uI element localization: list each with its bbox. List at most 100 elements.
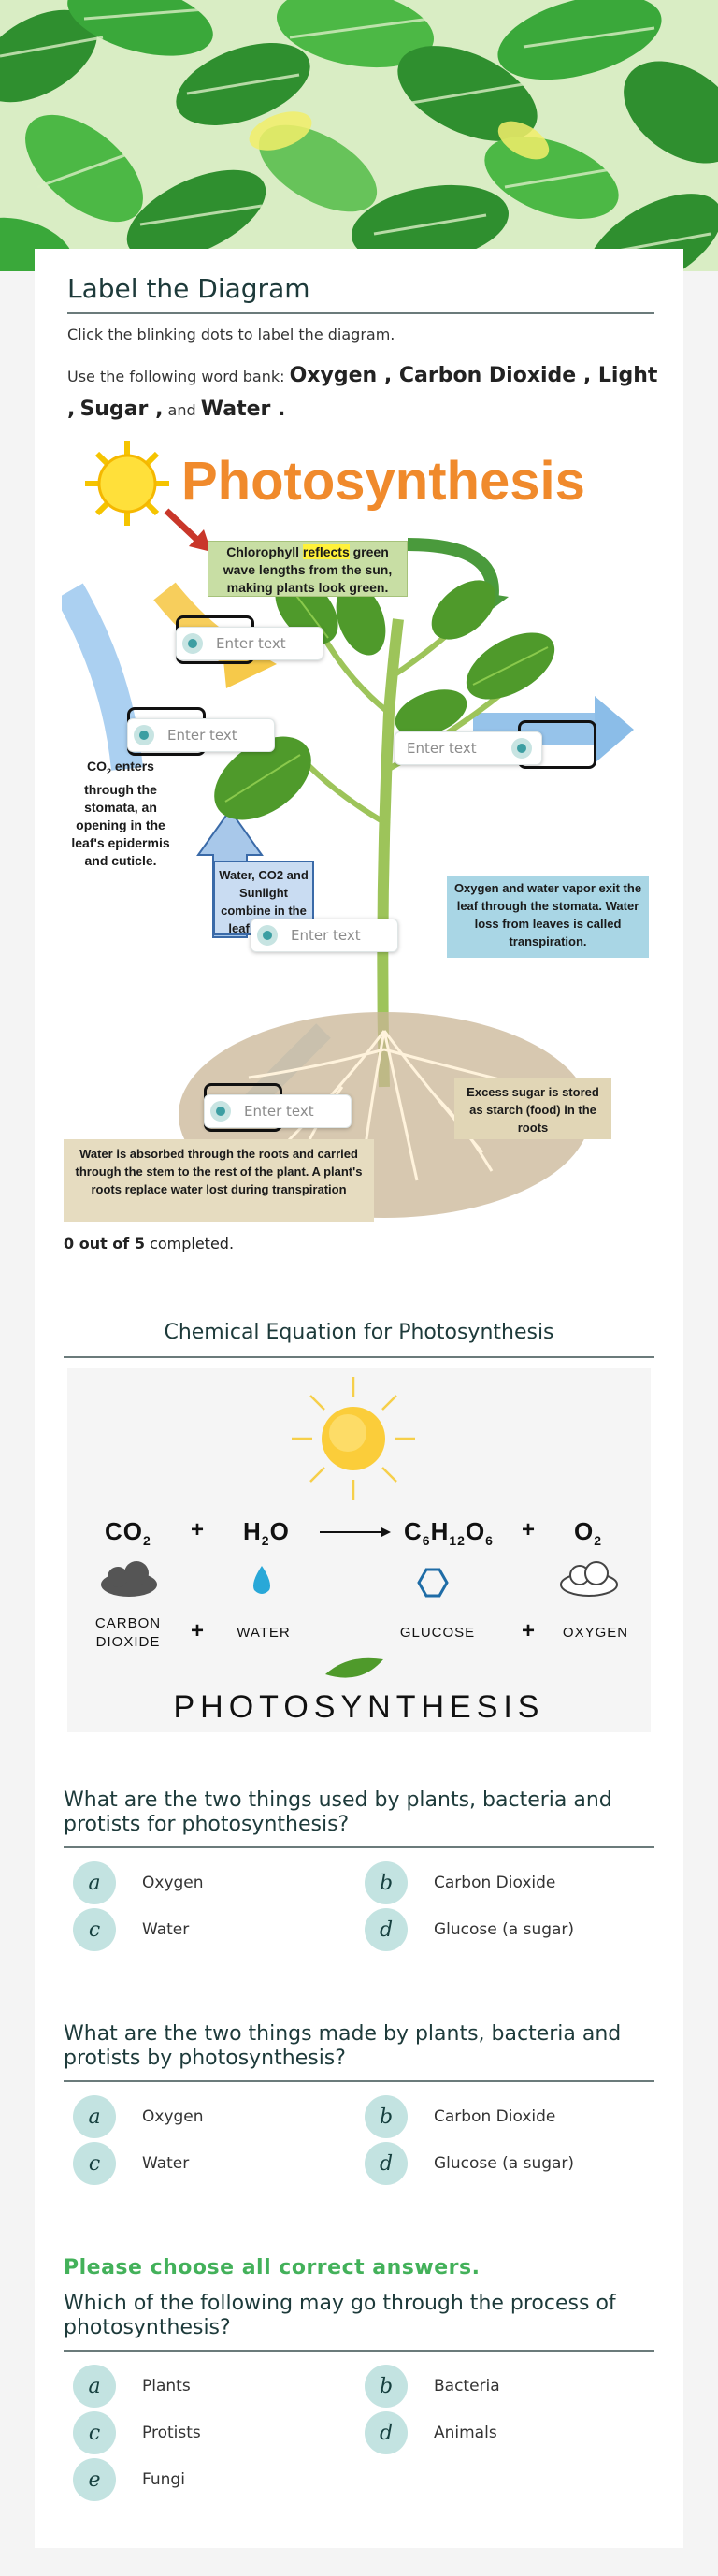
option-label: Fungi (142, 2470, 185, 2489)
option-letter: c (73, 2142, 116, 2185)
q1-option-d[interactable]: d Glucose (a sugar) (365, 1908, 574, 1951)
blinking-dot[interactable] (182, 633, 203, 654)
q2-option-c[interactable]: c Water (73, 2142, 189, 2185)
chlorophyll-box: Chlorophyll reflects green wave lengths … (208, 541, 408, 597)
progress-count: 0 out of 5 (64, 1235, 145, 1252)
option-label: Protists (142, 2424, 201, 2442)
word-bank-intro: Use the following word bank: (67, 368, 285, 385)
option-letter: d (365, 1908, 408, 1951)
option-letter: b (365, 2095, 408, 2138)
option-label: Bacteria (434, 2377, 500, 2395)
photosynthesis-diagram: Photosynthesis (62, 432, 656, 1225)
diagram-title: Photosynthesis (181, 451, 585, 512)
question-divider (64, 2080, 654, 2082)
water-caption: WATER (237, 1625, 291, 1641)
word-bank-sugar: Sugar (79, 398, 149, 421)
q1-option-a[interactable]: a Oxygen (73, 1861, 204, 1904)
option-label: Plants (142, 2377, 191, 2395)
option-letter: a (73, 1861, 116, 1904)
option-label: Glucose (a sugar) (434, 2154, 575, 2173)
option-letter: a (73, 2365, 116, 2408)
photosynthesis-word: PHOTOSYNTHESIS (173, 1689, 545, 1725)
progress-status: 0 out of 5 completed. (64, 1235, 234, 1252)
sun-icon (292, 1377, 415, 1500)
oxygen-exit-box: Oxygen and water vapor exit the leaf thr… (447, 876, 649, 958)
instruction-text: Click the blinking dots to label the dia… (67, 326, 395, 343)
q3-option-d[interactable]: d Animals (365, 2411, 497, 2454)
option-letter: b (365, 1861, 408, 1904)
progress-suffix: completed. (150, 1235, 235, 1252)
choose-all-hint: Please choose all correct answers. (64, 2256, 481, 2279)
sun-icon (85, 441, 169, 526)
glucose-caption: GLUCOSE (399, 1625, 476, 1641)
co2-enters-box: CO2 enters through the stomata, an openi… (71, 759, 170, 868)
leaf-icon (325, 1657, 383, 1678)
label-input-4[interactable]: Enter text (251, 919, 398, 952)
sugar-stored-box: Excess sugar is stored as starch (food) … (454, 1078, 611, 1139)
label-placeholder: Enter text (291, 927, 361, 944)
option-label: Water (142, 1920, 190, 1939)
water-drop-icon (253, 1566, 270, 1594)
option-label: Carbon Dioxide (434, 1874, 556, 1892)
oxygen-caption: OXYGEN (562, 1625, 629, 1641)
question-2-text: What are the two things made by plants, … (64, 2022, 622, 2070)
q3-option-e[interactable]: e Fungi (73, 2458, 185, 2501)
label-placeholder: Enter text (167, 727, 237, 744)
plus-sign: + (191, 1618, 205, 1643)
q1-option-c[interactable]: c Water (73, 1908, 189, 1951)
option-letter: c (73, 1908, 116, 1951)
word-bank-oxygen: Oxygen (289, 364, 378, 387)
word-bank-and: and (167, 401, 196, 419)
plant-illustration (214, 575, 555, 1088)
blinking-dot[interactable] (511, 738, 532, 759)
question-1-text: What are the two things used by plants, … (64, 1788, 612, 1836)
question-divider (64, 2350, 654, 2352)
jungle-leaf-banner (0, 0, 718, 271)
q2-option-d[interactable]: d Glucose (a sugar) (365, 2142, 574, 2185)
blinking-dot[interactable] (210, 1101, 231, 1122)
label-placeholder: Enter text (407, 740, 477, 757)
water-absorbed-box: Water is absorbed through the roots and … (64, 1139, 374, 1222)
option-letter: d (365, 2142, 408, 2185)
q3-option-c[interactable]: c Protists (73, 2411, 201, 2454)
blinking-dot[interactable] (257, 925, 278, 946)
label-placeholder: Enter text (216, 635, 286, 652)
option-label: Animals (434, 2424, 497, 2442)
label-input-1[interactable]: Enter text (176, 627, 323, 660)
blinking-dot[interactable] (134, 725, 154, 745)
option-letter: d (365, 2411, 408, 2454)
word-bank-carbon-dioxide: Carbon Dioxide (398, 364, 577, 387)
option-label: Water (142, 2154, 190, 2173)
title-divider (67, 312, 654, 314)
q3-option-b[interactable]: b Bacteria (365, 2365, 500, 2408)
cloud-icon (101, 1561, 157, 1597)
word-bank-line: Use the following word bank: Oxygen , Ca… (67, 364, 658, 421)
question-divider (64, 1846, 654, 1848)
question-3-text: Which of the following may go through th… (64, 2292, 616, 2339)
hexagon-icon (417, 1568, 449, 1598)
word-bank-light: Light (597, 364, 658, 387)
equation-section-title: Chemical Equation for Photosynthesis (164, 1321, 554, 1344)
option-label: Glucose (a sugar) (434, 1920, 575, 1939)
option-letter: b (365, 2365, 408, 2408)
o2-formula: O2 (574, 1517, 603, 1549)
q1-option-b[interactable]: b Carbon Dioxide (365, 1861, 555, 1904)
option-letter: a (73, 2095, 116, 2138)
option-label: Oxygen (142, 2107, 204, 2126)
label-input-2[interactable]: Enter text (127, 718, 275, 752)
option-letter: c (73, 2411, 116, 2454)
glucose-formula: C6H12O6 (404, 1517, 494, 1549)
plus-sign: + (191, 1517, 205, 1542)
word-bank-water: Water (200, 398, 271, 421)
option-label: Carbon Dioxide (434, 2107, 556, 2126)
q3-option-a[interactable]: a Plants (73, 2365, 191, 2408)
q2-option-b[interactable]: b Carbon Dioxide (365, 2095, 555, 2138)
label-input-5[interactable]: Enter text (204, 1094, 352, 1128)
co2-formula: CO2 (105, 1517, 151, 1549)
cloud-outline-icon (560, 1561, 618, 1597)
label-input-3[interactable]: Enter text (395, 731, 542, 765)
q2-option-a[interactable]: a Oxygen (73, 2095, 204, 2138)
plus-sign: + (522, 1517, 536, 1542)
